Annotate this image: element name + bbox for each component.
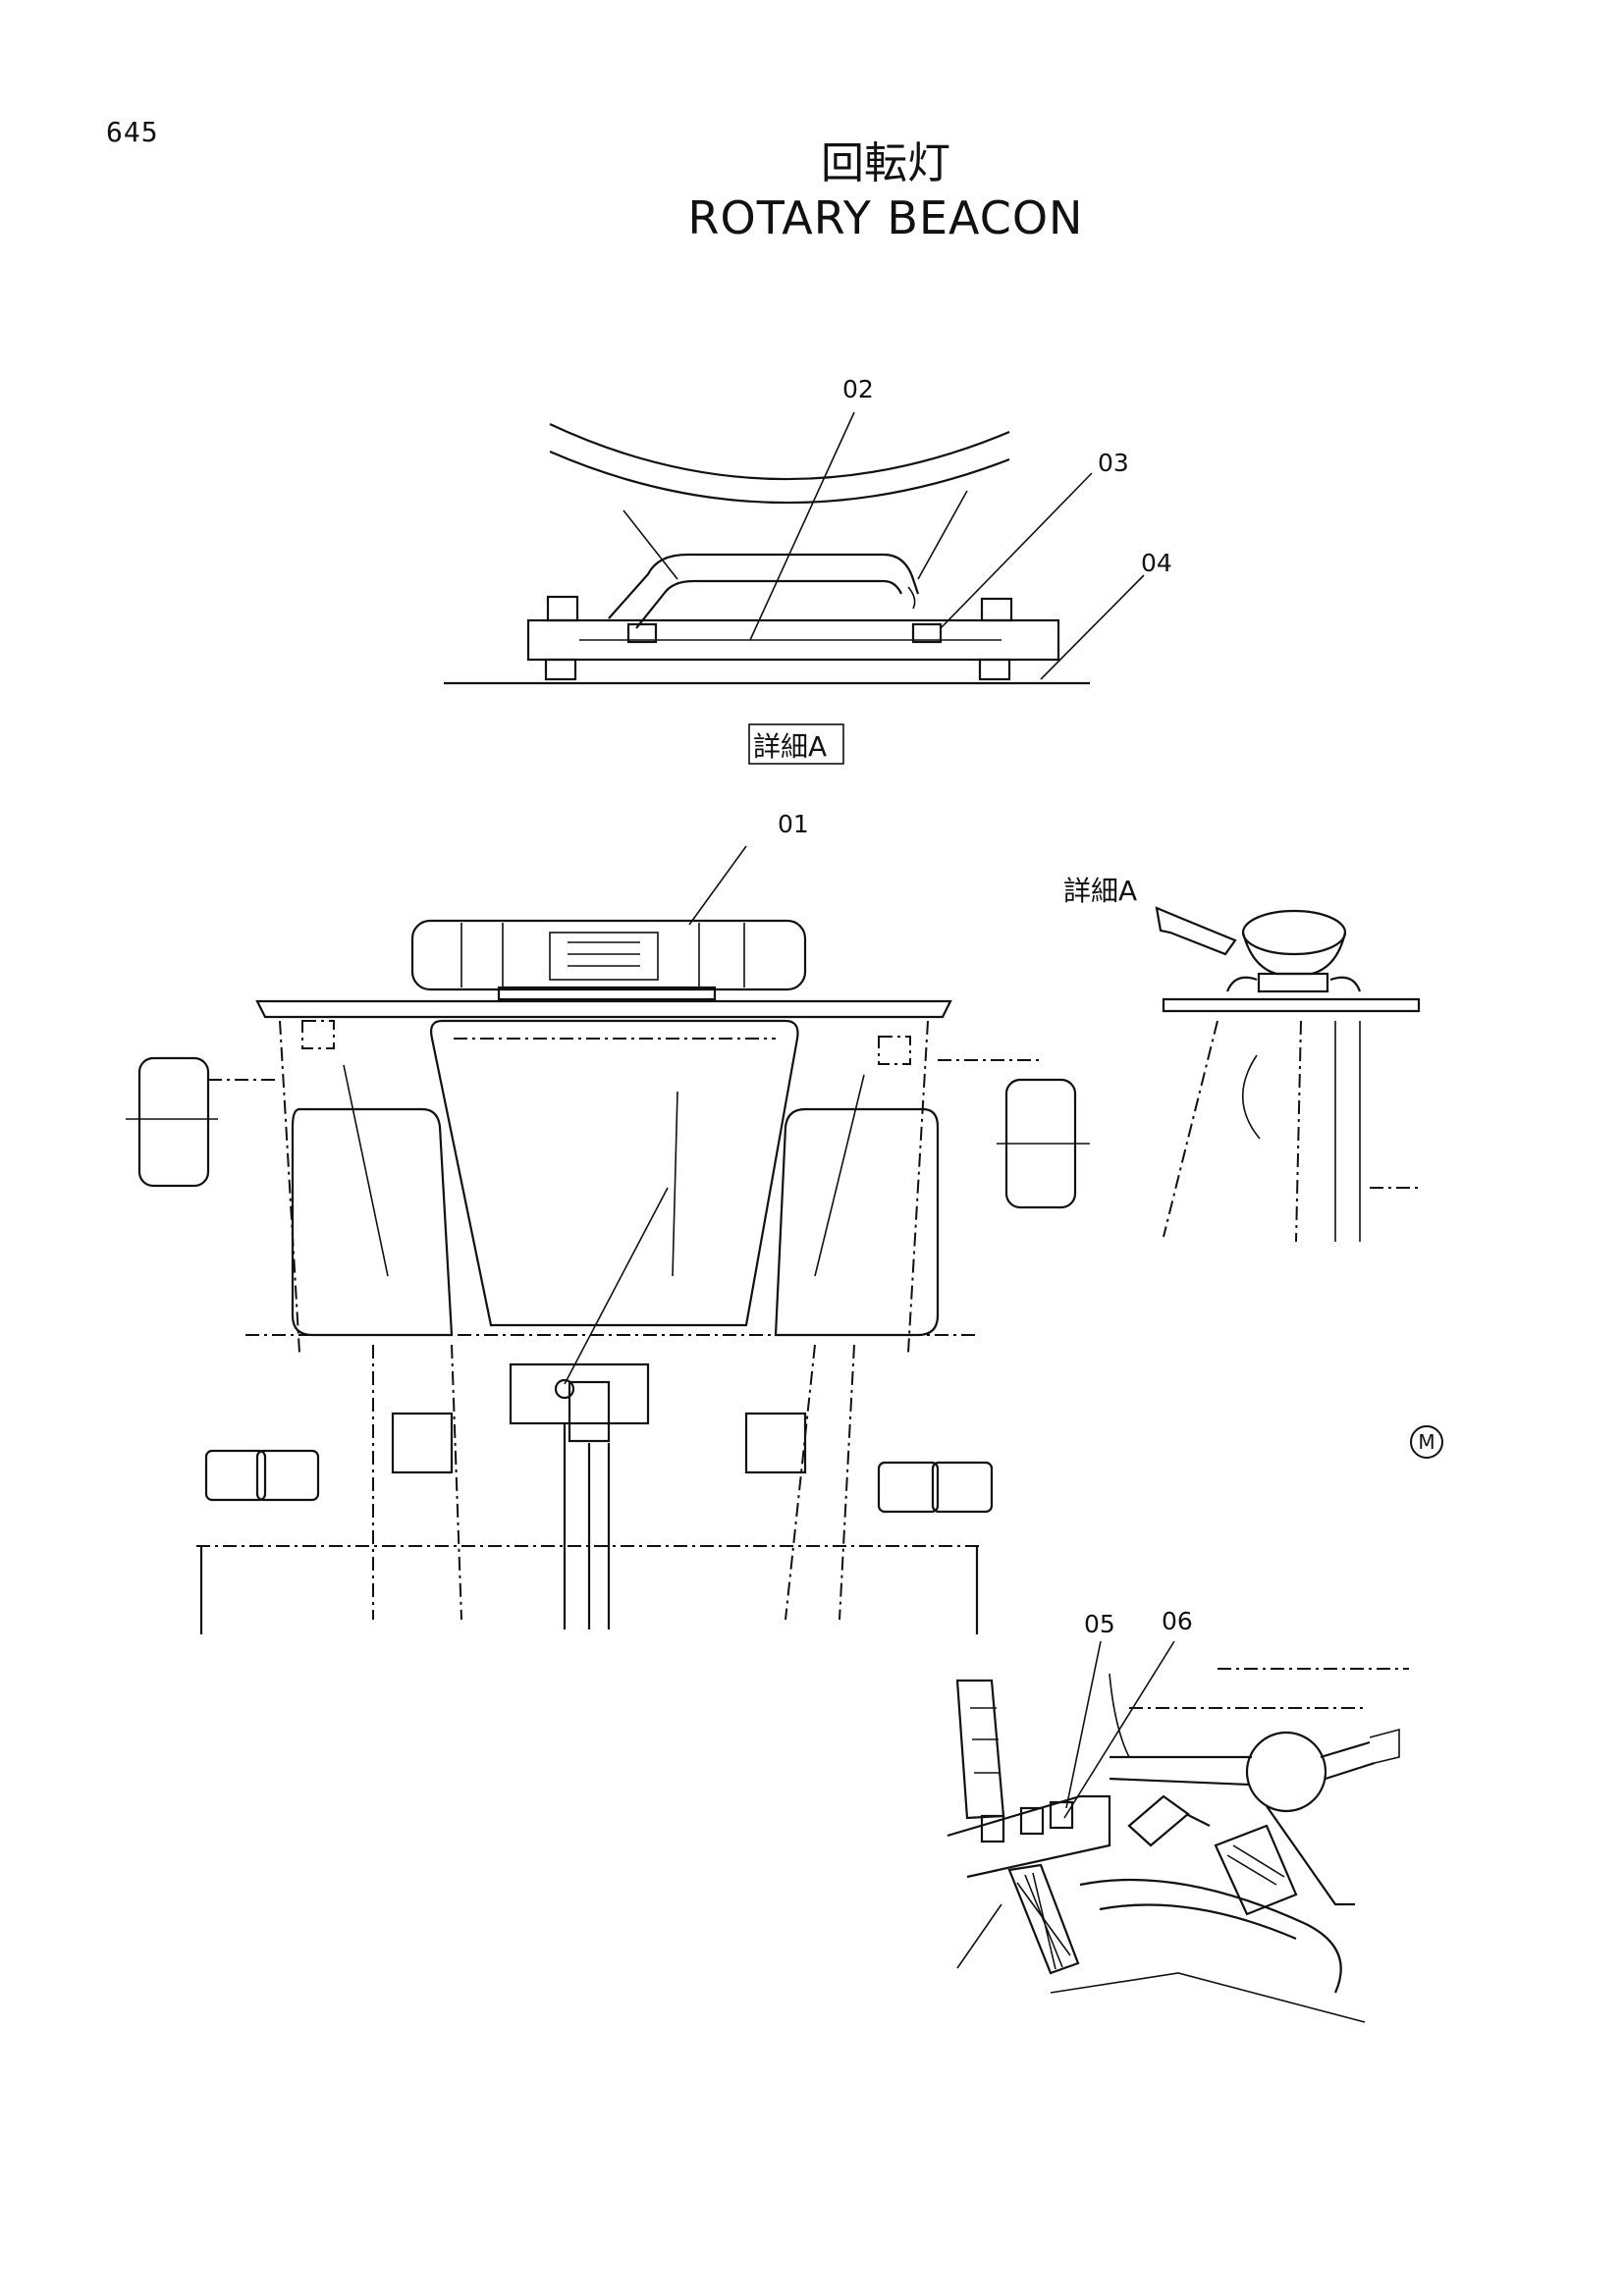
callout-03: 03	[1098, 449, 1129, 477]
detail-a-label-top: 詳細A	[753, 730, 827, 763]
page-number: 645	[106, 116, 159, 148]
side-view-detail-a	[1155, 906, 1421, 1243]
callout-04: 04	[1141, 549, 1172, 577]
callout-01: 01	[778, 810, 809, 838]
detail-a-label-side: 詳細A	[1063, 875, 1137, 907]
callout-02: 02	[842, 375, 874, 403]
title-japanese: 回転灯	[821, 138, 950, 188]
switch-panel-view	[947, 1640, 1409, 2023]
manufacturer-mark: M	[1410, 1425, 1443, 1459]
title-english: ROTARY BEACON	[687, 191, 1084, 244]
callout-05: 05	[1084, 1610, 1115, 1638]
cab-front-view	[126, 845, 1090, 1634]
title-block: 回転灯 ROTARY BEACON	[0, 137, 1624, 245]
detail-a-view	[444, 411, 1145, 685]
callout-06: 06	[1162, 1607, 1193, 1635]
detail-a-label-box	[748, 723, 844, 765]
